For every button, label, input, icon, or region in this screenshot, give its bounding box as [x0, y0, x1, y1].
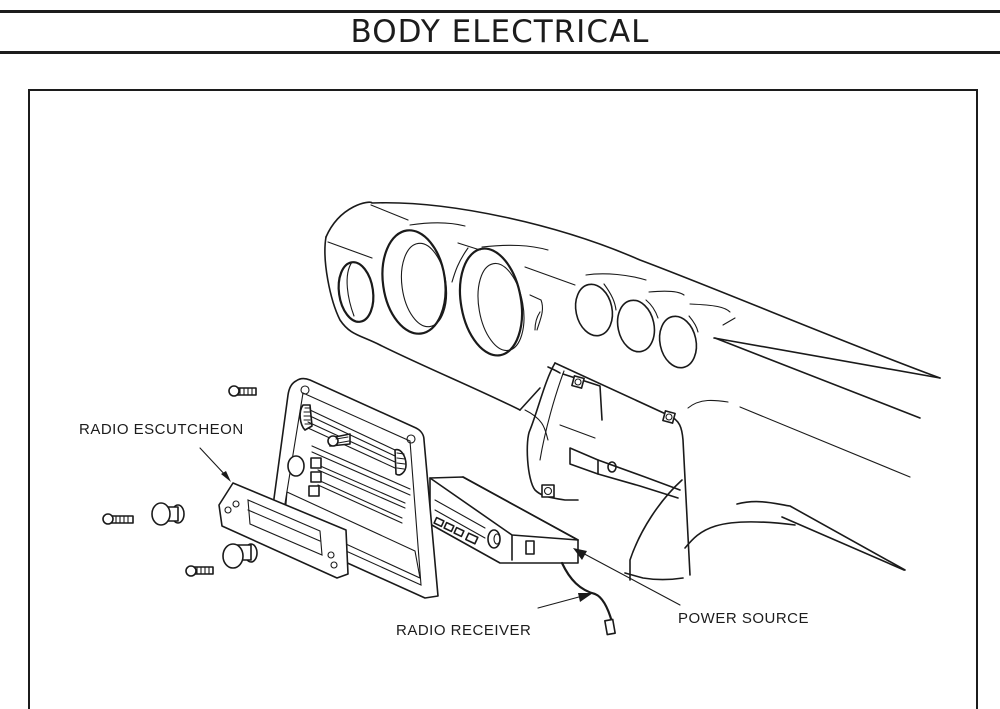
callout-radio-escutcheon: RADIO ESCUTCHEON [79, 421, 244, 438]
header-rule-bottom [0, 51, 1000, 54]
knobs-and-screws [102, 385, 258, 577]
exploded-view-diagram [102, 201, 941, 636]
screw-1 [228, 385, 257, 397]
radio-face-plate [269, 377, 439, 599]
screw-3 [185, 565, 214, 577]
callout-power-source: POWER SOURCE [678, 610, 810, 627]
header-rule-top [0, 10, 1000, 13]
power-connector [604, 618, 616, 636]
gauge-openings [337, 229, 699, 369]
gauge-opening-3 [458, 247, 524, 357]
knob-1 [151, 502, 185, 526]
power-lead [560, 561, 614, 624]
leader-lines [199, 447, 681, 609]
callout-radio-receiver: RADIO RECEIVER [396, 622, 532, 639]
page-title: BODY ELECTRICAL [350, 14, 650, 50]
gauge-opening-1 [337, 261, 375, 323]
gauge-opening-4 [574, 283, 614, 337]
radio-receiver [429, 476, 616, 636]
gauge-opening-6 [658, 315, 698, 369]
gauge-opening-2 [381, 229, 447, 335]
gauge-opening-5 [616, 299, 656, 353]
knob-2 [222, 543, 258, 569]
figure-frame [28, 89, 978, 709]
screw-2 [102, 513, 134, 525]
radio-escutcheon-part [218, 482, 349, 579]
dashboard-panel [324, 201, 941, 581]
leader-power-source [576, 549, 681, 606]
